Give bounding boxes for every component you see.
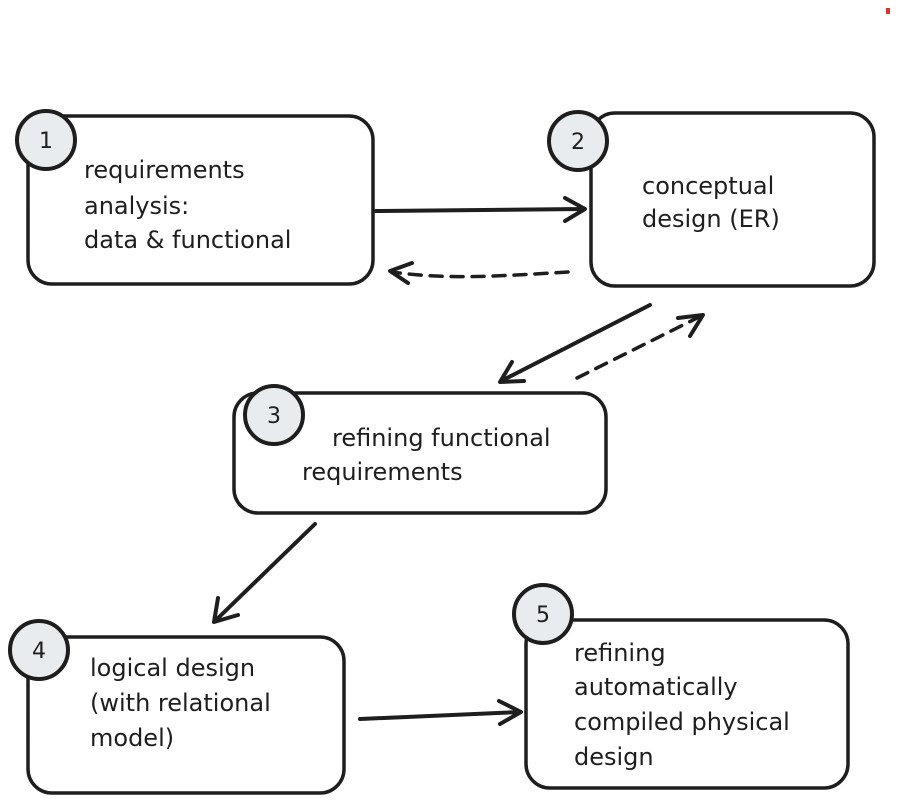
arrow-1-to-2 [374, 196, 587, 223]
step-2-box [589, 111, 876, 288]
arrow-2-to-1 [390, 270, 570, 279]
step-5-label-line-2: automatically [574, 673, 738, 701]
step-4-label-line-3: model) [90, 724, 174, 752]
arrow-3-to-4 [212, 522, 317, 624]
step-5-label-line-4: design [574, 743, 654, 771]
step-2-badge [547, 110, 609, 172]
step-3-label-line-1: refining functional [332, 424, 551, 452]
arrow-3-to-2 [575, 314, 703, 380]
step-3-number: 3 [267, 404, 281, 429]
step-3-badge [243, 384, 305, 446]
step-1-number: 1 [39, 129, 53, 154]
step-2-label-line-2: design (ER) [642, 205, 780, 233]
step-4-box [26, 635, 346, 795]
arrow-4-to-5 [358, 699, 523, 726]
step-4-number: 4 [32, 639, 46, 664]
step-1-label-line-2: analysis: [84, 192, 189, 220]
step-4: 4 logical design (with relational model) [8, 619, 346, 795]
step-5-label-line-1: refining [574, 639, 666, 667]
arrow-3-to-2-head [676, 313, 705, 338]
step-5-badge [512, 583, 574, 645]
step-2-number: 2 [571, 130, 585, 155]
arrow-2-to-3 [498, 303, 652, 384]
step-5: 5 refining automatically compiled physic… [512, 583, 850, 790]
step-1-badge [15, 109, 77, 171]
step-4-label-line-1: logical design [90, 654, 255, 682]
step-3-label-line-2: requirements [302, 458, 463, 486]
step-5-label-line-3: compiled physical [574, 708, 790, 736]
corner-marker [886, 8, 890, 14]
step-1-label-line-1: requirements [84, 156, 245, 184]
step-3-box [232, 391, 608, 515]
step-1: 1 requirements analysis: data & function… [15, 109, 375, 286]
step-5-number: 5 [536, 603, 550, 628]
step-2-label-line-1: conceptual [642, 172, 774, 200]
step-4-label-line-2: (with relational [90, 689, 271, 717]
step-3: 3 refining functional requirements [232, 384, 608, 515]
arrow-2-to-1-head [388, 261, 414, 285]
step-2: 2 conceptual design (ER) [547, 110, 876, 288]
step-4-badge [8, 619, 70, 681]
step-1-label-line-3: data & functional [84, 226, 291, 254]
step-1-box [26, 114, 375, 286]
arrows [212, 196, 705, 726]
step-5-box [524, 618, 850, 790]
